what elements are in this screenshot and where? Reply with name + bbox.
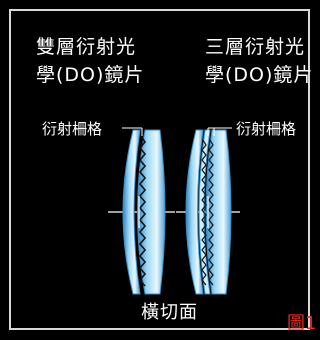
left-lens-element-1 [122, 129, 141, 295]
double-layer-lens [122, 127, 166, 295]
double-layer-title: 雙層衍射光 學(DO)鏡片 [36, 36, 145, 86]
figure-number: 圖1 [287, 313, 317, 334]
diagram-frame [9, 9, 310, 330]
right-grating-b [208, 139, 214, 286]
right-lens-element-1 [185, 129, 204, 295]
left-grating [138, 135, 147, 287]
grating-label-right: 衍射柵格 [236, 120, 297, 138]
cross-section-label: 橫切面 [141, 302, 198, 323]
right-grating-a [201, 139, 207, 286]
triple-layer-lens [185, 127, 232, 295]
right-lens-element-3 [205, 129, 232, 295]
right-lens-element-2 [198, 129, 211, 295]
left-lens-element-2 [137, 129, 166, 295]
grating-label-left: 衍射柵格 [42, 120, 103, 138]
triple-layer-title: 三層衍射光 學(DO)鏡片 [205, 36, 314, 86]
